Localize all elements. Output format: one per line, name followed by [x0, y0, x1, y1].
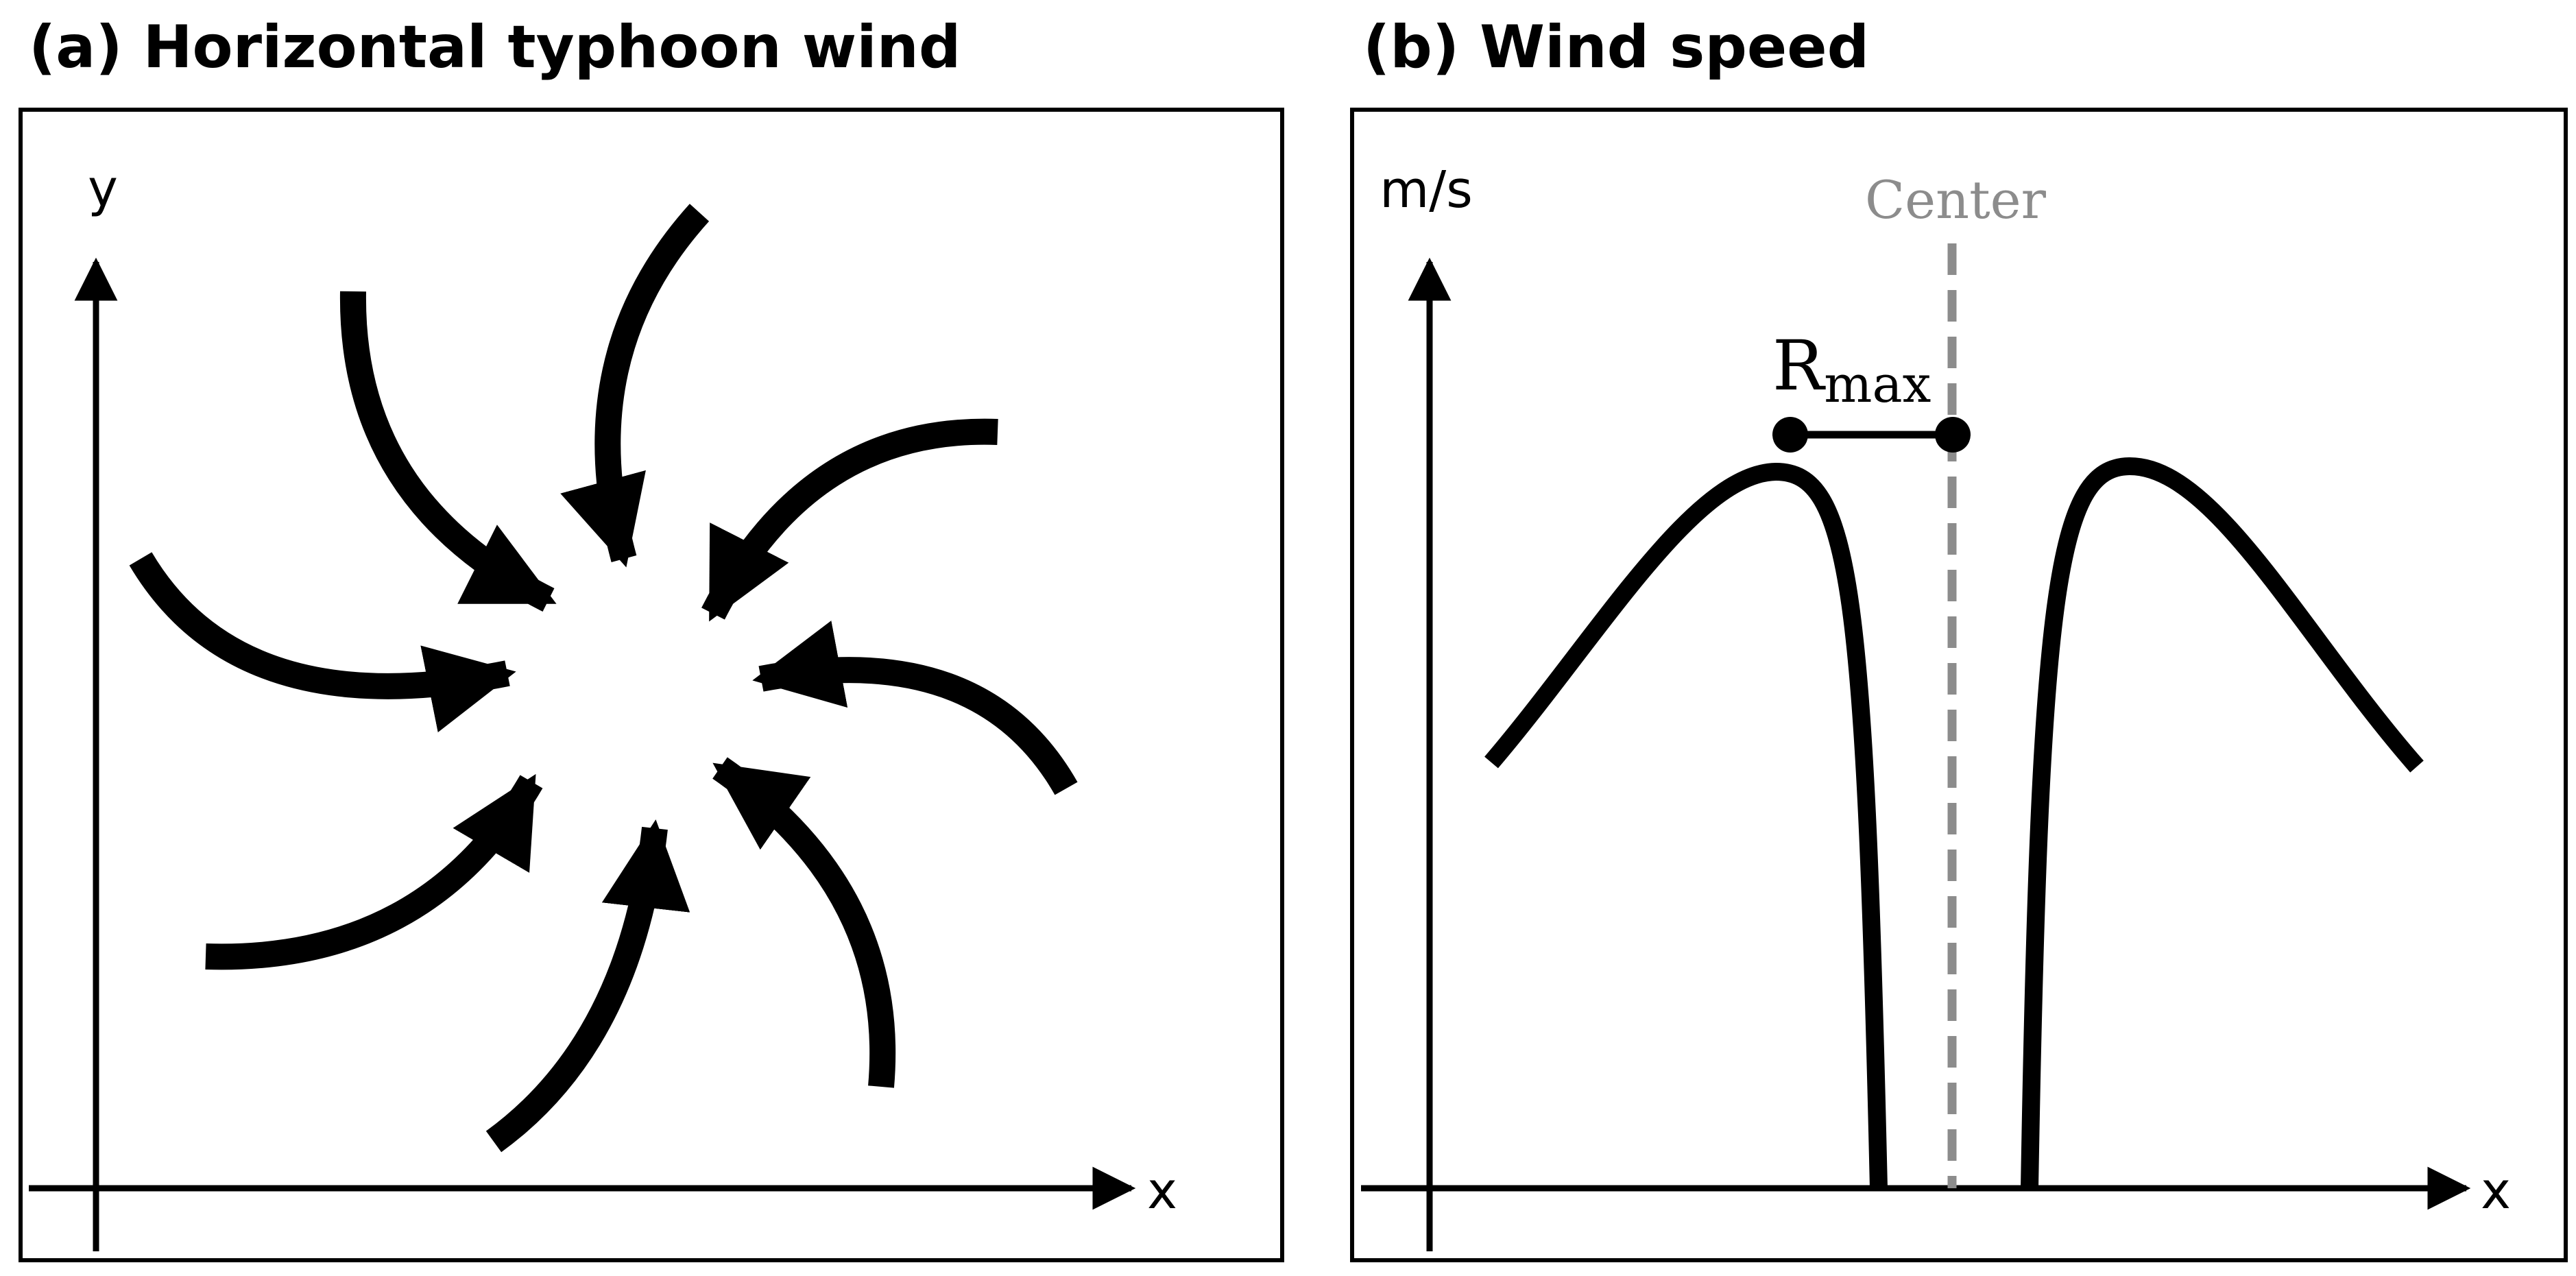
wind-speed-curve-left [1484, 462, 1888, 1189]
wind-speed-curve-right [2021, 457, 2424, 1189]
wind-arrow-upper-left [339, 291, 557, 612]
rmax-label-main: R [1772, 326, 1826, 406]
rmax-endpoint-right [1935, 417, 1971, 453]
panel-a-x-label: x [1147, 1161, 1177, 1220]
wind-arrow-right [752, 621, 1078, 795]
wind-arrow-top [560, 204, 710, 568]
panel-b-x-label: x [2481, 1161, 2511, 1220]
wind-arrow-left [129, 552, 516, 733]
wind-arrow-lower-left [205, 773, 543, 970]
rmax-endpoint-left [1772, 417, 1808, 453]
wind-arrow-lower-right [712, 757, 896, 1088]
panel-a: y x [19, 108, 1284, 1262]
center-label: Center [1865, 169, 2047, 230]
wind-arrow-bottom [485, 819, 690, 1153]
rmax-label-sub: max [1824, 355, 1931, 414]
panel-a-y-label: y [88, 159, 118, 218]
panel-b-title: (b) Wind speed [1363, 13, 1870, 82]
wind-arrow-upper-right [701, 418, 998, 622]
panel-b-y-label: m/s [1380, 160, 1473, 219]
panel-a-title: (a) Horizontal typhoon wind [29, 13, 961, 82]
panel-a-frame [19, 108, 1284, 1262]
wind-arrows [129, 204, 1078, 1153]
rmax-label: Rmax [1772, 326, 1931, 414]
panel-b: m/s x Center Rmax [1350, 108, 2568, 1262]
panel-b-frame [1350, 108, 2568, 1262]
